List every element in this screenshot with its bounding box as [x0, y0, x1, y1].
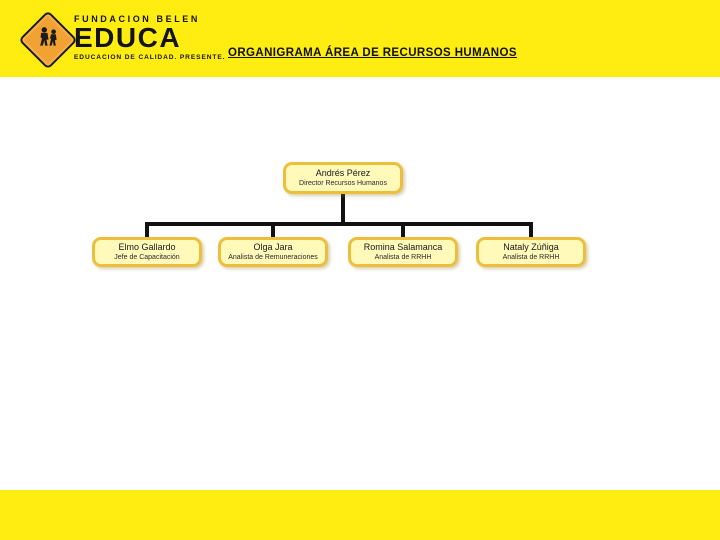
- logo-brand: EDUCA: [74, 22, 182, 53]
- logo-org-name: FUNDACION BELEN: [74, 14, 200, 24]
- footer-strip: [0, 490, 720, 540]
- org-node-capacitacion: Elmo Gallardo Jefe de Capacitación: [92, 237, 202, 267]
- logo-text-block: FUNDACION BELEN EDUCA EDUCACION DE CALID…: [74, 14, 224, 61]
- page-title: ORGANIGRAMA ÁREA DE RECURSOS HUMANOS: [228, 47, 517, 59]
- org-node-name: Olga Jara: [253, 242, 293, 252]
- connector-drop-3: [401, 226, 405, 237]
- org-node-role: Analista de Remuneraciones: [228, 254, 318, 261]
- org-node-role: Jefe de Capacitación: [114, 254, 180, 261]
- connector-root-vertical: [341, 194, 345, 222]
- org-node-name: Andrés Pérez: [315, 168, 371, 178]
- connector-drop-4: [529, 226, 533, 237]
- connector-drop-1: [145, 226, 149, 237]
- org-node-director: Andrés Pérez Director Recursos Humanos: [283, 162, 403, 194]
- org-node-remuneraciones: Olga Jara Analista de Remuneraciones: [218, 237, 328, 267]
- org-node-role: Analista de RRHH: [502, 254, 560, 261]
- org-node-role: Director Recursos Humanos: [299, 180, 387, 187]
- org-node-name: Romina Salamanca: [363, 242, 443, 252]
- connector-horizontal: [145, 222, 533, 226]
- content-panel: [0, 77, 720, 490]
- org-node-analista-rrhh-2: Nataly Zúñiga Analista de RRHH: [476, 237, 586, 267]
- fundacion-belen-educa-logo: FUNDACION BELEN EDUCA EDUCACION DE CALID…: [10, 6, 224, 74]
- logo-tagline: EDUCACION DE CALIDAD. PRESENTE.: [74, 54, 226, 61]
- org-node-role: Analista de RRHH: [374, 254, 432, 261]
- connector-drop-2: [271, 226, 275, 237]
- children-crossing-sign-icon: [18, 10, 78, 70]
- org-node-name: Elmo Gallardo: [118, 242, 176, 252]
- org-node-analista-rrhh-1: Romina Salamanca Analista de RRHH: [348, 237, 458, 267]
- org-node-name: Nataly Zúñiga: [503, 242, 559, 252]
- children-figures: [34, 23, 62, 51]
